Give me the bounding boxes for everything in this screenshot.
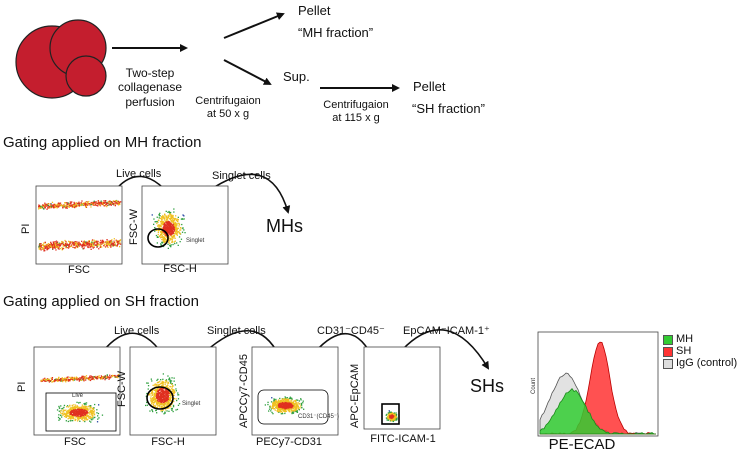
legend-sh: SH <box>676 345 692 357</box>
sh-gate-arrow-4 <box>401 328 490 370</box>
mh-gate1-label: Live cells <box>116 168 162 180</box>
mh-plot2-ylabel: FSC-W <box>128 208 140 245</box>
mh-fraction-label: “MH fraction” <box>298 25 374 40</box>
sh-plot2-ylabel: FSC-W <box>116 370 128 407</box>
mh-singlet-gate-label: Singlet <box>186 238 205 244</box>
mh-plot1-frame <box>35 185 123 265</box>
sh-plot3-dots <box>264 396 305 415</box>
legend-swatch-sh <box>663 347 673 357</box>
sh-plot3-ylabel: APCCy7-CD45 <box>238 354 250 428</box>
sh-live-gate <box>45 392 117 432</box>
pellet1-label: Pellet <box>298 3 331 18</box>
liver-lobes-icon <box>15 19 107 99</box>
mh-gate2-label: Singlet cells <box>212 170 271 182</box>
sh-plot1-frame <box>33 346 121 436</box>
sh-gate4-label: EpCAM⁻ICAM-1⁺ <box>403 325 490 337</box>
sh-hepatocyte-gate <box>381 403 400 425</box>
sh-plot3-xlabel: PECy7-CD31 <box>255 436 323 448</box>
sh-gate1-label: Live cells <box>114 325 160 337</box>
sh-plot1-ylabel: PI <box>16 381 28 392</box>
sh-gate2-label: Singlet cells <box>207 325 266 337</box>
sh-gating-heading: Gating applied on SH fraction <box>3 293 199 310</box>
sh-result-label: SHs <box>470 376 505 396</box>
sh-cd31-gate-label: CD31⁻(CD45⁻) <box>298 414 340 420</box>
histogram-mh <box>539 387 656 435</box>
mh-plot2-xlabel: FSC-H <box>163 263 197 275</box>
sh-plot1-dots <box>40 373 120 423</box>
sh-live-gate-label: Live <box>72 393 84 399</box>
flow-plots <box>33 185 659 437</box>
sh-plot2-xlabel: FSC-H <box>151 436 185 448</box>
mh-gate-arrow-2 <box>209 173 291 214</box>
sh-plot4-ylabel: APC-EpCAM <box>349 363 361 428</box>
sh-fraction-label: “SH fraction” <box>412 101 485 116</box>
mh-singlet-gate <box>147 228 169 248</box>
legend-igg: IgG (control) <box>676 357 738 369</box>
sh-plot1-xlabel: FSC <box>64 436 86 448</box>
sh-plot4-frame <box>363 346 441 430</box>
sh-plot3-frame <box>251 346 339 436</box>
legend-swatch-mh <box>663 335 673 345</box>
mh-plot1-dots <box>38 199 122 252</box>
mh-result-label: MHs <box>266 216 303 236</box>
mh-gating-heading: Gating applied on MH fraction <box>3 134 202 151</box>
sh-singlet-gate <box>146 386 174 410</box>
sup-label: Sup. <box>283 69 310 84</box>
histogram-xlabel: PE-ECAD <box>548 436 616 453</box>
step1-label: Two-step collagenase perfusion <box>117 66 183 109</box>
sh-plot4-dots <box>385 410 398 423</box>
step2-label: Centrifugaion at 50 x g <box>195 95 261 121</box>
legend-mh: MH <box>676 333 694 345</box>
pellet2-label: Pellet <box>413 79 446 94</box>
sh-plot4-xlabel: FITC-ICAM-1 <box>370 433 436 445</box>
sh-cd31-gate <box>257 389 329 425</box>
histogram-ylabel: Count <box>531 377 537 394</box>
mh-plot1-ylabel: PI <box>20 223 32 234</box>
arrow-to-sup <box>223 59 272 85</box>
step3-label: Centrifugaion at 115 x g <box>323 99 389 125</box>
legend-swatch-igg <box>663 359 673 369</box>
arrow-to-pellet1 <box>223 12 285 39</box>
sh-singlet-gate-label: Singlet <box>182 401 201 407</box>
mh-plot2-frame <box>141 185 229 265</box>
sh-gate3-label: CD31⁻CD45⁻ <box>317 325 385 337</box>
mh-plot1-xlabel: FSC <box>68 264 90 276</box>
